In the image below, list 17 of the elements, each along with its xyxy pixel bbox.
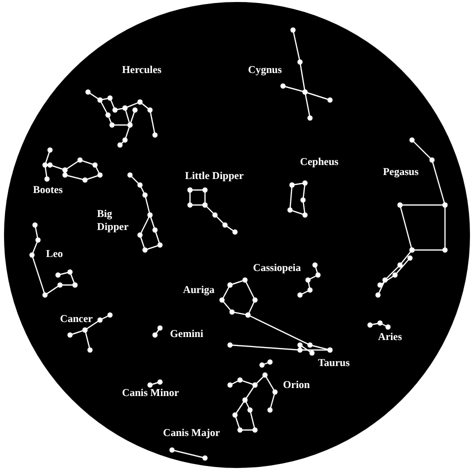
constellation-name: Taurus [318,357,350,370]
constellation-name: Auriga [183,284,214,297]
constellation-name: Cassiopeia [253,262,301,275]
constellation-name: Canis Minor [122,387,179,400]
constellation-name: Pegasus [383,166,419,179]
constellation-name: Hercules [122,64,162,77]
constellation-name: Cepheus [300,156,339,169]
constellation-name: Little Dipper [185,170,244,183]
constellation-name: Canis Major [163,427,220,440]
constellation-name: Bootes [33,184,63,197]
constellation-name: Cygnus [248,64,282,77]
constellation-name: Leo [46,248,63,261]
constellation-name: Gemini [170,328,204,341]
constellation-name: Cancer [60,313,93,326]
constellation-name: Big Dipper [97,208,130,234]
constellation-name: Orion [283,379,310,392]
constellation-name: Aries [378,331,402,344]
